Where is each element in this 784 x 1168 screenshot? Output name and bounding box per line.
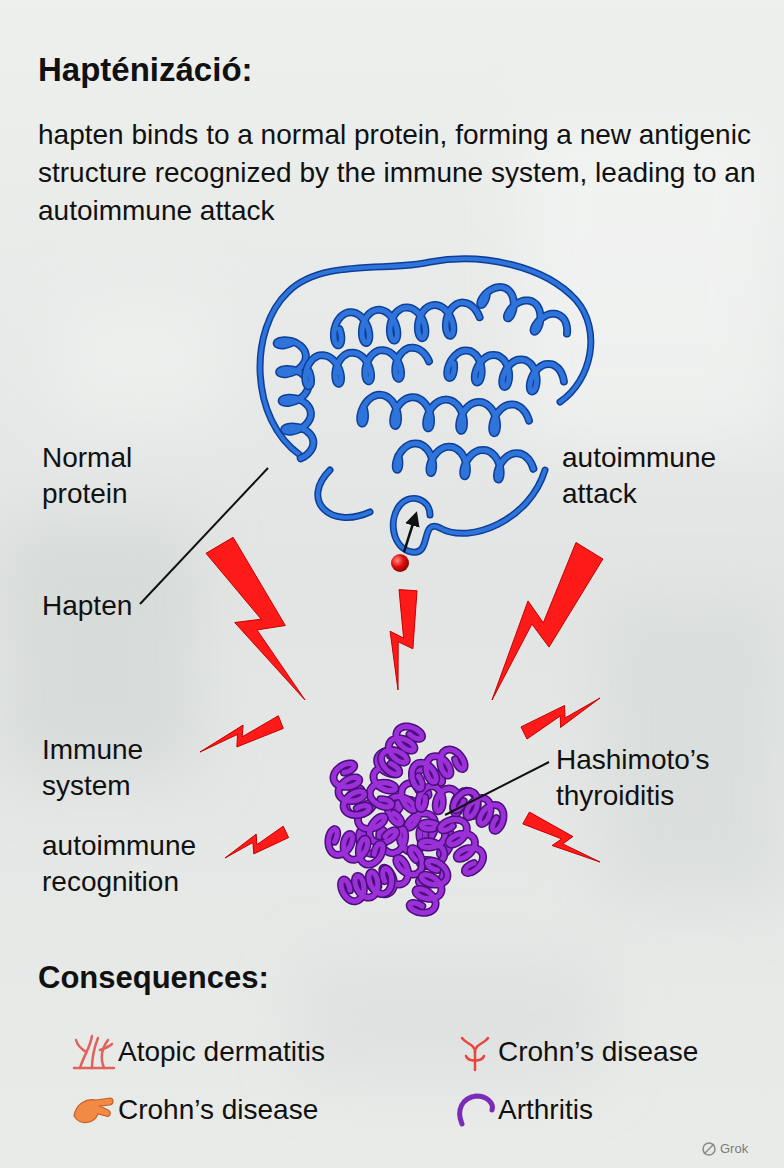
lightning-bolt [390, 590, 417, 690]
consequence-item: Arthritis [498, 1092, 768, 1128]
hapten-leader [140, 468, 268, 604]
skin-icon [74, 1036, 114, 1068]
lightning-bolts [200, 537, 603, 862]
immune-label: Immune system [42, 732, 172, 804]
hapten-dot [391, 514, 416, 572]
attack-label: autoimmune attack [562, 440, 762, 512]
joint-icon [460, 1096, 493, 1124]
lightning-bolt [521, 698, 600, 739]
lightning-bolt [523, 812, 600, 862]
normal-protein-ribbon [260, 259, 591, 552]
recognition-label: autoimmune recognition [42, 828, 232, 900]
hapten-label: Hapten [42, 588, 172, 624]
disease-label: Hashimoto’s thyroiditis [556, 742, 771, 814]
consequence-item: Crohn’s disease [118, 1092, 448, 1128]
hashimoto-leader [445, 762, 549, 815]
diagram-title: Hapténizáció: [38, 50, 638, 90]
subtitle-text: hapten binds to a normal protein, formin… [38, 116, 762, 230]
lightning-bolt [225, 826, 289, 858]
lightning-bolt [206, 537, 305, 700]
lightning-bolt [492, 543, 603, 701]
intestine-icon [462, 1038, 488, 1070]
protein-label: Normal protein [42, 440, 172, 512]
watermark-icon [703, 1143, 715, 1155]
consequence-item: Crohn’s disease [498, 1034, 768, 1070]
section-heading: Consequences: [38, 958, 458, 998]
immune-protein-ribbon [328, 727, 503, 913]
consequence-item: Atopic dermatitis [118, 1034, 448, 1070]
watermark: Grok [720, 1140, 776, 1158]
hand-icon [74, 1098, 113, 1123]
lightning-bolt [200, 716, 283, 752]
